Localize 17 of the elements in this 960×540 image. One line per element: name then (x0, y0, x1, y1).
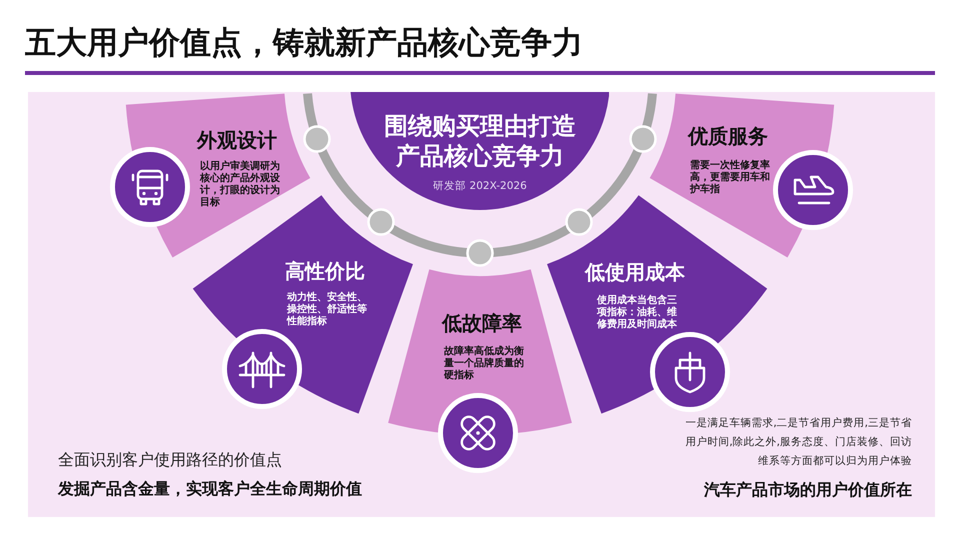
segment-heading: 优质服务 (688, 124, 768, 148)
note-paragraph: 一是满足车辆需求,二是节省用户费用,三是节省用户时间,除此之外,服务态度、门店装修、回访维系等方面都可以归为用户体验 (684, 416, 912, 469)
segment-text: 以用户审美调研为核心的产品外观设计，打眼的设计为目标 (200, 161, 281, 209)
summary-heading: 发掘产品含金量，实现客户全生命周期价值 (58, 478, 362, 500)
segment-text: 需要一次性修复率高，更需要用车和护车指 (690, 160, 771, 196)
segment-text: 动力性、安全性、操控性、舒适性等性能指标 (287, 292, 368, 328)
center-subtitle: 研发部 202X-2026 (433, 179, 527, 193)
note-heading: 汽车产品市场的用户价值所在 (704, 479, 912, 501)
segment-heading: 低使用成本 (585, 260, 685, 284)
segment-text: 故障率高低成为衡量一个品牌质量的硬指标 (444, 346, 525, 382)
center-title: 围绕购买理由打造产品核心竞争力 (383, 111, 577, 171)
segment-heading: 高性价比 (285, 259, 365, 283)
segment-heading: 外观设计 (197, 128, 277, 152)
segment-heading: 低故障率 (442, 311, 522, 335)
page-title: 五大用户价值点，铸就新产品核心竞争力 (25, 24, 583, 63)
intro-text: 全面识别客户使用路径的价值点 (58, 449, 282, 471)
segment-text: 使用成本当包含三项指标：油耗、维修费用及时间成本 (597, 295, 678, 331)
